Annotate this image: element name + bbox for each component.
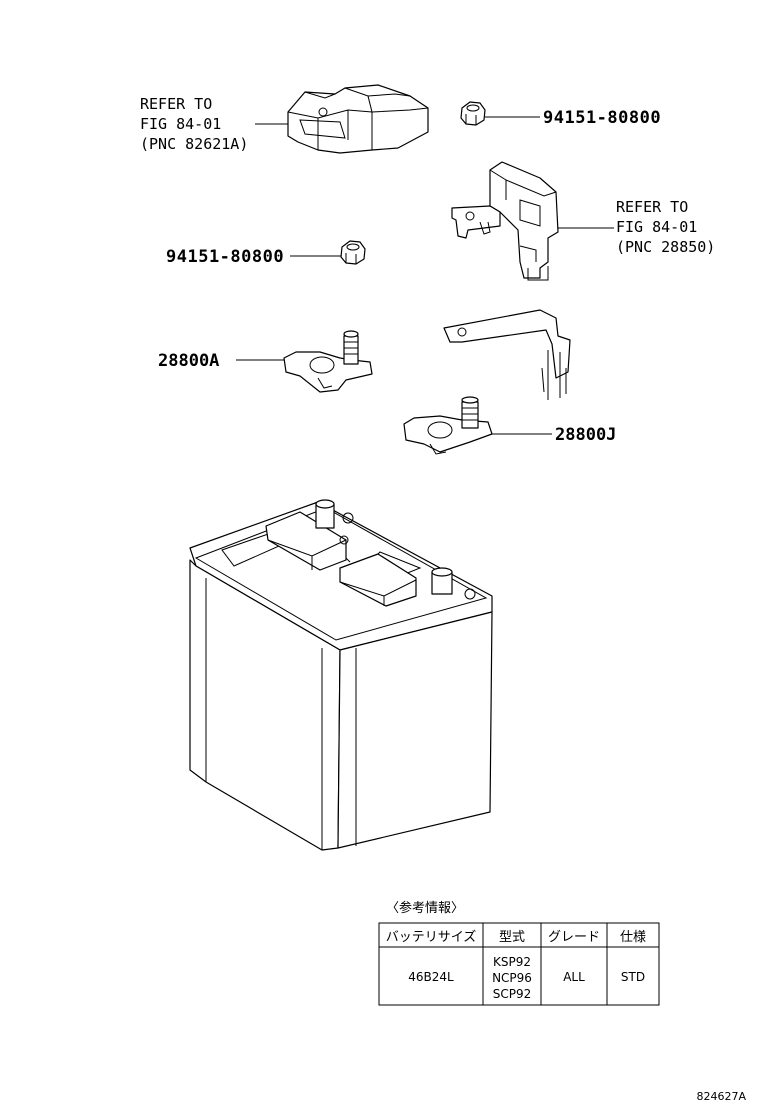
clamp-28800a-illustration (283, 330, 373, 393)
nut-top-illustration (460, 101, 486, 126)
clamp-28800j-part-number: 28800J (555, 425, 616, 445)
bracket-refer-line1: REFER TO (616, 198, 688, 216)
ecu-refer-line1: REFER TO (140, 95, 212, 113)
header-spec: 仕様 (620, 930, 646, 945)
bracket-refer-line2: FIG 84-01 (616, 218, 697, 236)
cell-grade: ALL (563, 970, 585, 984)
ecu-refer-line2: FIG 84-01 (140, 115, 221, 133)
reference-table-caption: 〈参考情報〉 (386, 900, 464, 916)
battery-reference-table: 〈参考情報〉 バッテリサイズ 型式 グレード 仕様 46B24L KSP92 N… (378, 900, 660, 1006)
battery-illustration (189, 499, 493, 851)
ground-strap-illustration (443, 309, 571, 400)
ecu-refer-callout: REFER TO FIG 84-01 (PNC 82621A) (140, 95, 248, 153)
fusible-link-bracket-illustration (451, 161, 559, 281)
cell-model-3: SCP92 (493, 987, 532, 1001)
header-model: 型式 (499, 930, 525, 945)
fuse-block-illustration (287, 84, 429, 154)
clamp-28800a-part-number: 28800A (158, 351, 219, 371)
cell-spec: STD (621, 970, 645, 984)
cell-model-2: NCP96 (492, 971, 532, 985)
ecu-refer-line3: (PNC 82621A) (140, 135, 248, 153)
clamp-28800j-illustration (403, 396, 493, 455)
bracket-refer-callout: REFER TO FIG 84-01 (PNC 28850) (616, 198, 715, 256)
nut-top-part-number: 94151-80800 (543, 108, 661, 128)
header-battery-size: バッテリサイズ (386, 929, 477, 945)
header-grade: グレード (548, 930, 600, 945)
cell-battery-size: 46B24L (408, 970, 454, 984)
nut-left-illustration (340, 240, 366, 265)
bracket-refer-line3: (PNC 28850) (616, 238, 715, 256)
figure-id: 824627A (696, 1090, 746, 1103)
nut-left-part-number: 94151-80800 (166, 247, 284, 267)
cell-model-1: KSP92 (493, 955, 531, 969)
